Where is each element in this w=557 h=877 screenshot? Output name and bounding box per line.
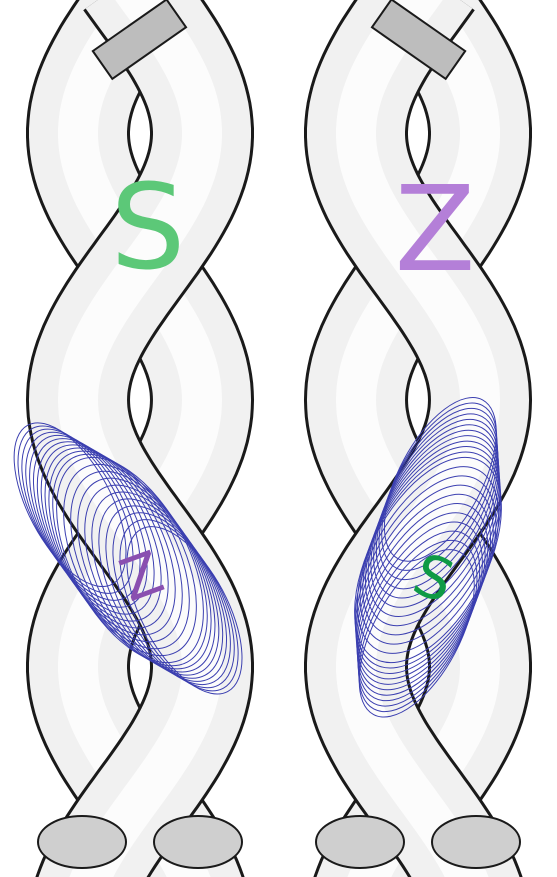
right-fiber-ring [375, 413, 499, 590]
right-fiber-ring [381, 402, 498, 571]
left-fiber-ring [112, 512, 235, 689]
left-fiber-ring [25, 431, 148, 608]
left-fiber-ring [105, 505, 231, 686]
left-fiber-ring [126, 526, 243, 695]
right-fiber-lines [354, 397, 502, 718]
left-fiber-ring [48, 450, 190, 650]
right-fiber-ring [356, 503, 489, 691]
left-fiber-ring [21, 428, 141, 601]
left-rope: S Z [13, 0, 255, 877]
left-fiber-ring [36, 441, 169, 629]
right-rope-top-cap [370, 0, 467, 81]
right-rope-strands [303, 0, 533, 877]
right-rope-end-cap [315, 815, 405, 869]
right-fiber-ring [355, 493, 492, 685]
right-fiber-ring [359, 446, 501, 645]
left-fiber-lines [13, 422, 243, 695]
left-rope-strand-front-highlight [57, 0, 222, 877]
right-rope-strand-front-highlight [336, 0, 501, 877]
left-fiber-ring [44, 447, 183, 643]
left-fiber-ring [84, 484, 220, 676]
right-fiber-ring [357, 521, 483, 702]
right-fiber-ring [358, 539, 478, 713]
right-fiber-ring [378, 407, 498, 581]
left-fiber-ring [91, 491, 224, 679]
left-fiber-ring [98, 498, 228, 682]
left-rope-end-cap [37, 815, 127, 869]
left-fiber-ring [17, 425, 134, 594]
right-rope: Z S [303, 0, 533, 877]
right-fiber-ring [356, 512, 486, 696]
right-fiber-ring [367, 429, 500, 617]
left-fiber-ring [119, 519, 239, 692]
left-ply-twist-label: S [111, 158, 186, 296]
left-rope-end-cap [153, 815, 243, 869]
left-rope-strands [25, 0, 255, 877]
right-ply-twist-label: Z [395, 160, 476, 298]
right-fiber-ring [358, 549, 475, 718]
left-rope-strand-back-highlight [58, 0, 223, 877]
right-fiber-ring [357, 530, 481, 707]
left-rope-top-cap [91, 0, 188, 81]
right-rope-end-cap [431, 815, 521, 869]
right-rope-strand-back-highlight [335, 0, 500, 877]
right-fiber-ring [362, 440, 501, 636]
